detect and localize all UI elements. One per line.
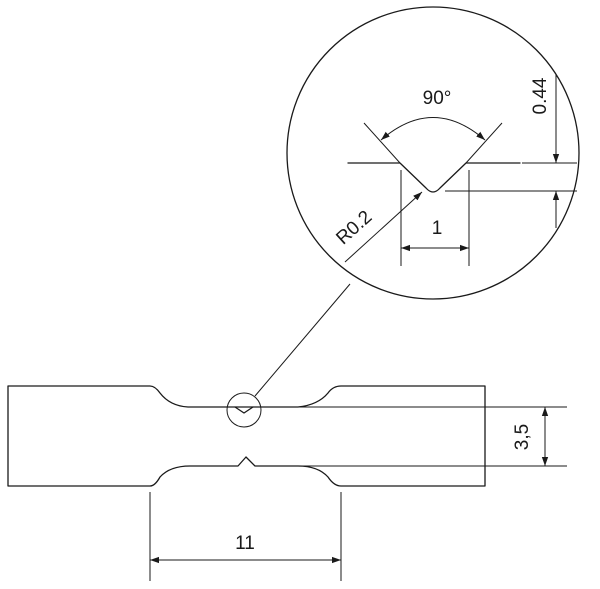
- radius-label: R0.2: [332, 207, 376, 249]
- angle-extension-left: [363, 122, 401, 164]
- notch-profile: [347, 162, 521, 193]
- depth-label: 0.44: [530, 77, 551, 114]
- width-label: 1: [432, 218, 443, 239]
- angle-arc: [380, 117, 486, 141]
- notch-detail-marker: [226, 392, 262, 428]
- detail-circle: [286, 6, 580, 300]
- radius-leader: [344, 191, 423, 263]
- angle-extension-right: [465, 122, 503, 164]
- angle-label: 90°: [423, 88, 452, 109]
- specimen-top-notch: [234, 406, 254, 414]
- neck-width-label: 3,5: [512, 424, 533, 450]
- specimen-outline: [7, 385, 486, 487]
- neck-length-label: 11: [235, 533, 255, 554]
- detail-connector: [254, 283, 351, 397]
